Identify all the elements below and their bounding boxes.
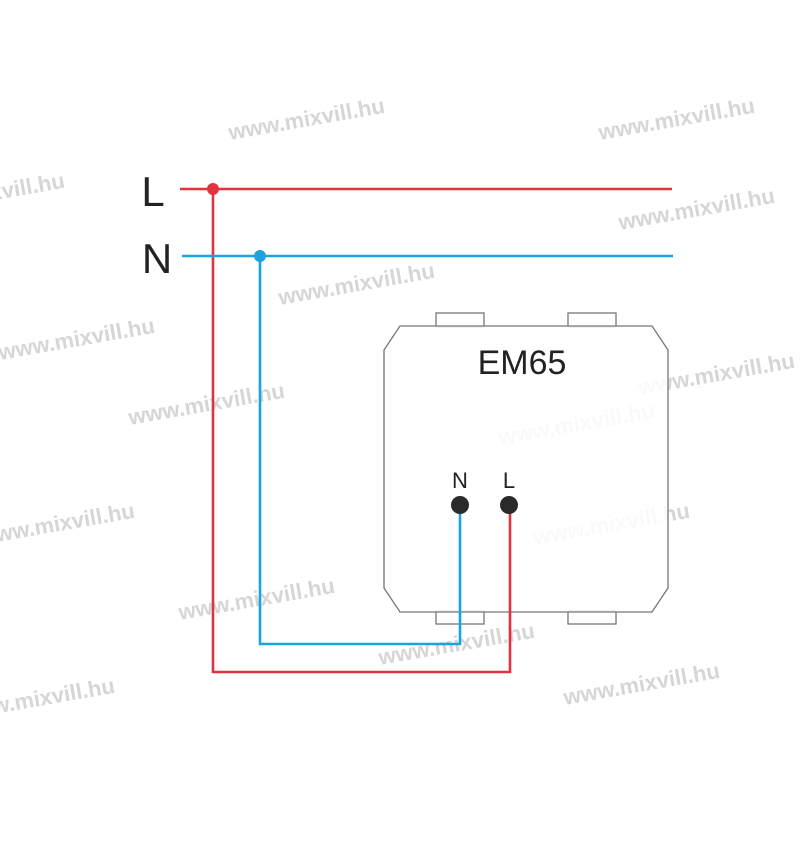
watermark-text: www.mixvill.hu — [126, 378, 287, 430]
watermark-text: www.mixvill.hu — [226, 93, 387, 145]
mounting-tab — [567, 610, 617, 625]
mounting-tab — [567, 312, 617, 328]
device-em65 — [383, 312, 669, 625]
device-name: EM65 — [478, 344, 567, 382]
watermark-text: www.mixvill.hu — [0, 498, 137, 550]
terminal-n — [451, 496, 469, 514]
neutral-drop-wire — [258, 256, 462, 646]
watermark-text: www.mixvill.hu — [561, 658, 722, 710]
neutral-supply-label: N — [142, 235, 172, 282]
live-drop-wire — [211, 189, 512, 674]
mounting-tab — [435, 312, 485, 328]
watermark-text: www.mixvill.hu — [0, 313, 157, 365]
watermark-text: www.mixvill.hu — [0, 168, 67, 220]
terminal-n-label: N — [452, 468, 468, 493]
watermark-text: www.mixvill.hu — [616, 183, 777, 235]
watermark-text: www.mixvill.hu — [276, 258, 437, 310]
watermark-text: www.mixvill.hu — [0, 673, 117, 725]
watermark-text: www.mixvill.hu — [176, 573, 337, 625]
live-junction-dot — [207, 183, 219, 195]
watermark-text: www.mixvill.hu — [596, 93, 757, 145]
device-body — [383, 325, 669, 613]
neutral-junction-dot — [254, 250, 266, 262]
terminal-l — [500, 496, 518, 514]
live-supply-label: L — [141, 168, 164, 215]
terminal-l-label: L — [503, 468, 515, 493]
